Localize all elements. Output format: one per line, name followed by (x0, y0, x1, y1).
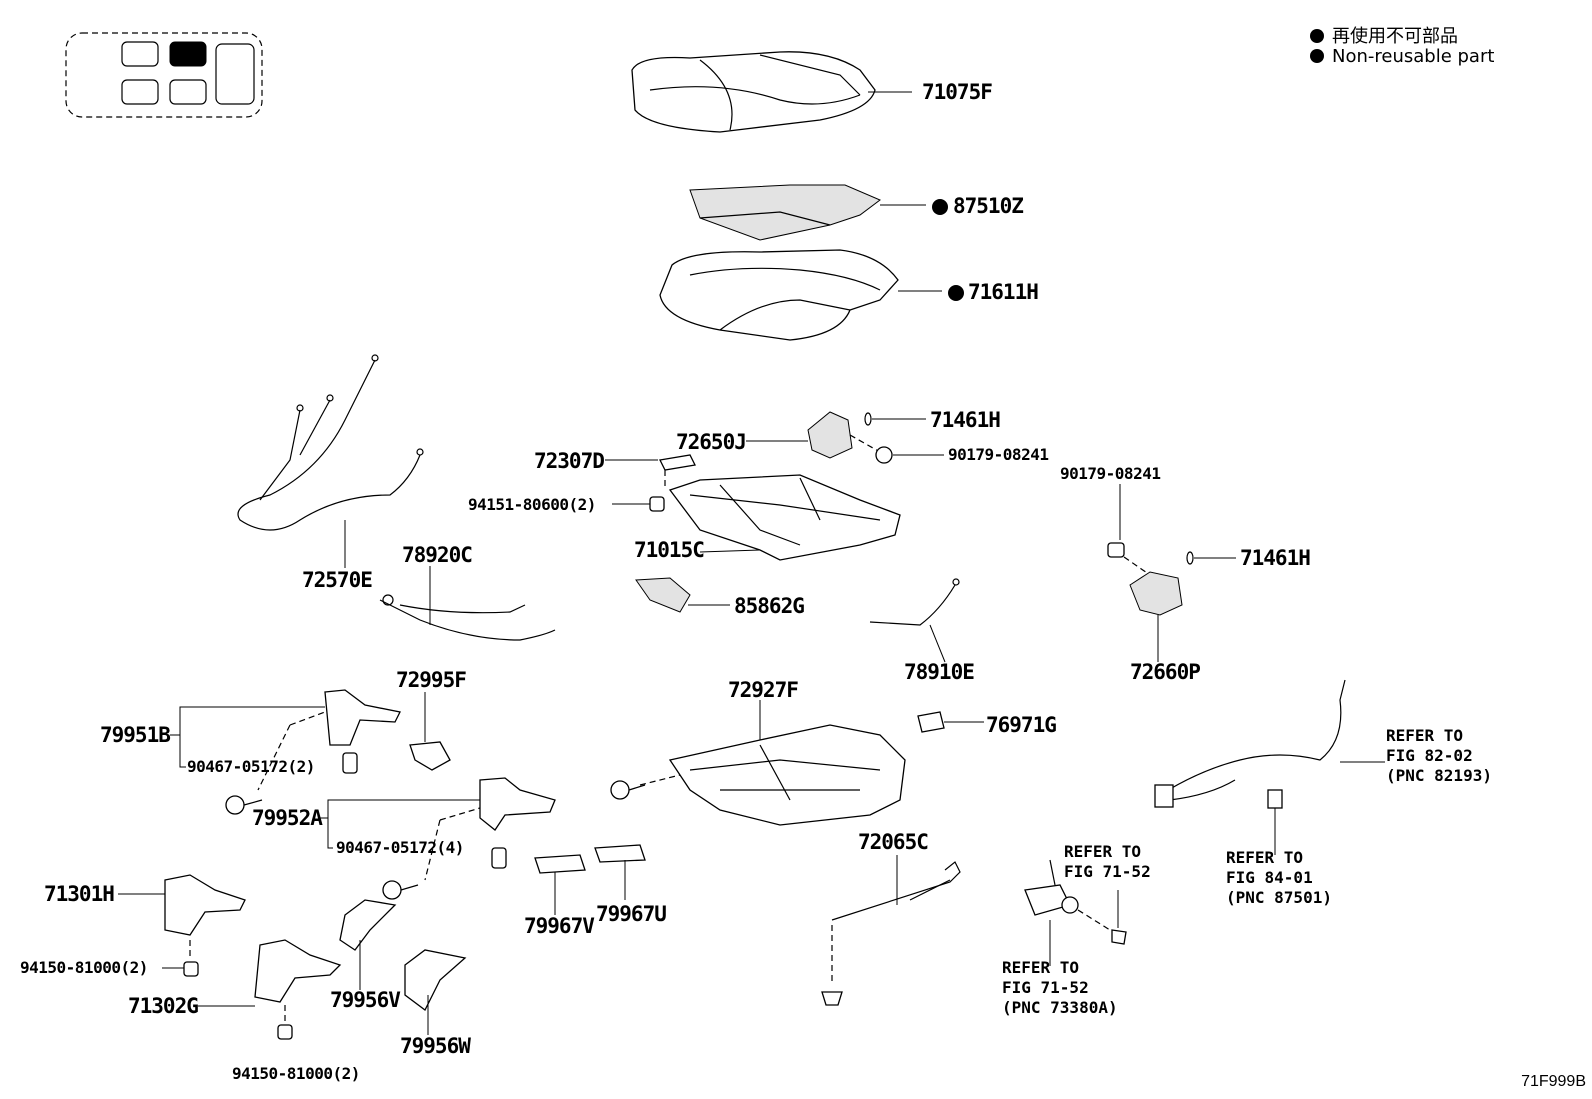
clip-76971G (917, 711, 984, 733)
bolt-pan (610, 780, 646, 800)
label-72927F: 72927F (728, 678, 799, 702)
adjuster-72660P (1107, 484, 1236, 662)
hinge-71301H (118, 874, 246, 977)
adjuster-72650J (746, 411, 944, 464)
label-72995F: 72995F (396, 668, 467, 692)
label-71461H-a: 71461H (930, 408, 1001, 432)
label-90179-a: 90179-08241 (948, 445, 1049, 464)
label-72650J: 72650J (676, 430, 747, 454)
label-79956V: 79956V (330, 988, 401, 1012)
hinge-71302G (198, 939, 342, 1040)
bracket-79951B (170, 689, 401, 791)
nut-94151 (612, 496, 665, 512)
pad-79967U (594, 844, 646, 900)
label-71611H: 71611H (968, 280, 1039, 304)
label-78910E: 78910E (904, 660, 975, 684)
label-90467-b: 90467-05172(4) (336, 838, 464, 857)
label-71301H: 71301H (44, 882, 115, 906)
label-72660P: 72660P (1130, 660, 1201, 684)
seat-pan-72927F (639, 700, 906, 826)
seat-heater-87510Z (689, 184, 926, 241)
seat-cover-71075F (631, 51, 912, 133)
bullet-icon (1310, 49, 1324, 63)
figure-id: 71F999B (1521, 1073, 1586, 1090)
label-71015C: 71015C (634, 538, 705, 562)
label-79951B: 79951B (100, 723, 171, 747)
label-72570E: 72570E (302, 568, 373, 592)
refer-note-fig-71-52: REFER TO FIG 71-52 (1064, 842, 1151, 881)
bracket-72995F (409, 692, 451, 771)
wire-harness (1154, 679, 1385, 855)
label-85862G: 85862G (734, 594, 805, 618)
buckle-assembly (1024, 859, 1127, 966)
label-78920C: 78920C (402, 543, 473, 567)
bracket-79952A (320, 777, 556, 881)
bracket-72307D (605, 454, 696, 490)
bolt-left (225, 795, 263, 815)
refer-note-fig-71-52-pnc: REFER TO FIG 71-52 (PNC 73380A) (1002, 958, 1118, 1017)
cable-78910E (869, 578, 960, 663)
legend-en: Non-reusable part (1310, 46, 1494, 67)
non-reusable-dot-87510Z (932, 199, 948, 215)
label-94150-a: 94150-81000(2) (20, 958, 148, 977)
label-72065C: 72065C (858, 830, 929, 854)
bolt-center (382, 880, 419, 900)
label-90179-b: 90179-08241 (1060, 464, 1161, 483)
label-90467-a: 90467-05172(2) (187, 757, 315, 776)
cover-79956V (339, 899, 397, 990)
seat-frame-71015C (668, 474, 901, 561)
cushion-pad-71611H (659, 249, 942, 341)
non-reusable-dot-71611H (948, 285, 964, 301)
label-94151: 94151-80600(2) (468, 495, 596, 514)
label-79967V: 79967V (524, 914, 595, 938)
bullet-icon (1310, 29, 1324, 43)
label-71461H-b: 71461H (1240, 546, 1311, 570)
label-79956W: 79956W (400, 1034, 471, 1058)
label-94150-b: 94150-81000(2) (232, 1064, 360, 1083)
refer-note-fig-82-02: REFER TO FIG 82-02 (PNC 82193) (1386, 726, 1492, 785)
label-79952A: 79952A (252, 806, 323, 830)
label-79967U: 79967U (596, 902, 667, 926)
label-76971G: 76971G (986, 713, 1057, 737)
cable-72570E (237, 354, 424, 568)
label-87510Z: 87510Z (953, 194, 1024, 218)
refer-note-fig-84-01: REFER TO FIG 84-01 (PNC 87501) (1226, 848, 1332, 907)
legend-jp: 再使用不可部品 (1310, 22, 1458, 48)
label-72307D: 72307D (534, 449, 605, 473)
label-71302G: 71302G (128, 994, 199, 1018)
rod-72065C (821, 855, 961, 1006)
seat-locator-icon (65, 32, 263, 118)
label-71075F: 71075F (922, 80, 993, 104)
cable-78920C (379, 566, 556, 641)
pad-79967V (534, 854, 586, 915)
cover-85862G (635, 577, 730, 613)
cover-79956W (404, 949, 467, 1035)
